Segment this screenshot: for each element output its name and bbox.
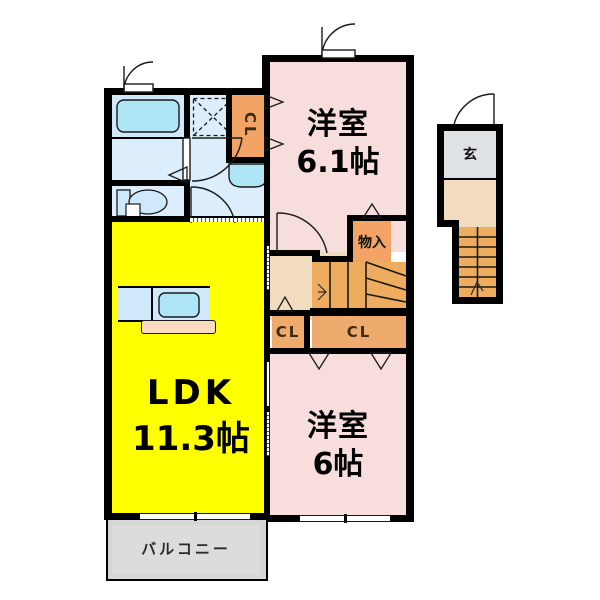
room-bottom-size: 6帖 — [312, 447, 364, 482]
wall-genkan-left-upper — [437, 124, 444, 227]
balcony-outline-bottom — [106, 579, 268, 581]
wall-genkan-right — [496, 124, 503, 304]
stairs-icon — [317, 261, 407, 313]
wall-closet-mid-split — [304, 312, 310, 352]
balcony-outline-right — [266, 519, 268, 581]
room-top-name: 洋室 — [307, 107, 369, 142]
wall-room-top-bottom — [270, 250, 320, 256]
room-bottom-name: 洋室 — [307, 409, 369, 444]
kitchen-sink-icon — [158, 292, 200, 318]
wall-wet-bottom — [104, 216, 270, 222]
door-ldk-hall[interactable] — [266, 246, 270, 290]
wall-bath-right — [184, 88, 190, 140]
wall-genkan-top — [437, 124, 503, 131]
opening-ldk-top — [190, 218, 264, 222]
wall-right-main-upper — [406, 55, 414, 270]
wall-riser-left-of-room — [262, 55, 270, 95]
window-room-bottom-mullion — [344, 514, 347, 523]
closet-small-arrow — [275, 295, 295, 312]
wall-hall-bottom — [268, 310, 414, 316]
ldk-size: 11.3帖 — [132, 419, 250, 459]
ldk-floor — [112, 222, 270, 518]
ldk-name: LDK — [146, 373, 236, 413]
window-room-top-b — [264, 136, 285, 152]
wall-closet-mid-bottom — [268, 348, 414, 354]
room-top-size: 6.1帖 — [296, 145, 380, 180]
wall-genkan-bottom-step — [437, 220, 459, 227]
kitchen-counter-split — [151, 286, 153, 322]
door-bath-arrow — [167, 165, 188, 185]
window-room-top-a — [264, 94, 285, 110]
wall-stairs-bottom — [310, 308, 414, 313]
closet-mid-small — [272, 315, 304, 350]
bath-divider — [112, 137, 184, 139]
storage-door-arrow — [361, 202, 383, 219]
balcony-outline-left — [106, 519, 108, 581]
wall-outstair-bottom — [452, 297, 503, 304]
genkan-landing — [444, 179, 496, 227]
closet-door-arrow-b — [369, 352, 393, 371]
wall-storage-left — [347, 215, 353, 262]
storage-area — [353, 220, 391, 268]
closet-top — [231, 95, 268, 157]
storage-label: 物入 — [358, 235, 386, 251]
genkan-floor — [444, 131, 496, 179]
door-bath-entry[interactable] — [118, 61, 162, 93]
door-room-top[interactable] — [318, 23, 368, 59]
room-bottom-floor — [270, 352, 406, 522]
kitchen-counter-outline-top — [118, 286, 210, 288]
wall-toilet-right — [184, 180, 190, 222]
closet-mid-large-label: CL — [346, 323, 372, 341]
balcony-label: バルコニー — [141, 540, 231, 558]
genkan-step-line — [444, 178, 496, 180]
window-ldk-mullion — [194, 512, 197, 521]
door-room-top-inner[interactable] — [276, 212, 334, 254]
door-bath[interactable] — [190, 136, 243, 182]
wall-closet-top-left — [226, 88, 232, 157]
wall-stairs-top — [312, 256, 353, 262]
toilet-icon — [116, 189, 168, 219]
wall-closet-top-bottom — [226, 157, 270, 163]
partition-ldk-room — [266, 362, 270, 406]
bathtub-icon — [116, 99, 180, 133]
closet-mid-small-label: CL — [275, 323, 301, 341]
genkan-label: 玄 — [463, 147, 477, 163]
wall-toilet-top — [104, 180, 184, 186]
wall-outstair-left — [452, 220, 459, 304]
kitchen-front-panel — [141, 320, 216, 334]
closet-door-arrow-a — [307, 352, 331, 371]
closet-top-label: CL — [231, 112, 268, 142]
closet-top-label-c: CL — [241, 112, 259, 139]
partition-ldk-room-2 — [266, 412, 270, 456]
wall-room-top-left — [264, 88, 270, 222]
balcony-inner — [112, 525, 260, 575]
door-washroom[interactable] — [190, 186, 242, 224]
wall-right-main-lower — [406, 270, 414, 522]
wall-left-main — [104, 88, 112, 520]
outdoor-stairs-icon — [459, 227, 496, 297]
closet-mid-large — [312, 315, 406, 350]
